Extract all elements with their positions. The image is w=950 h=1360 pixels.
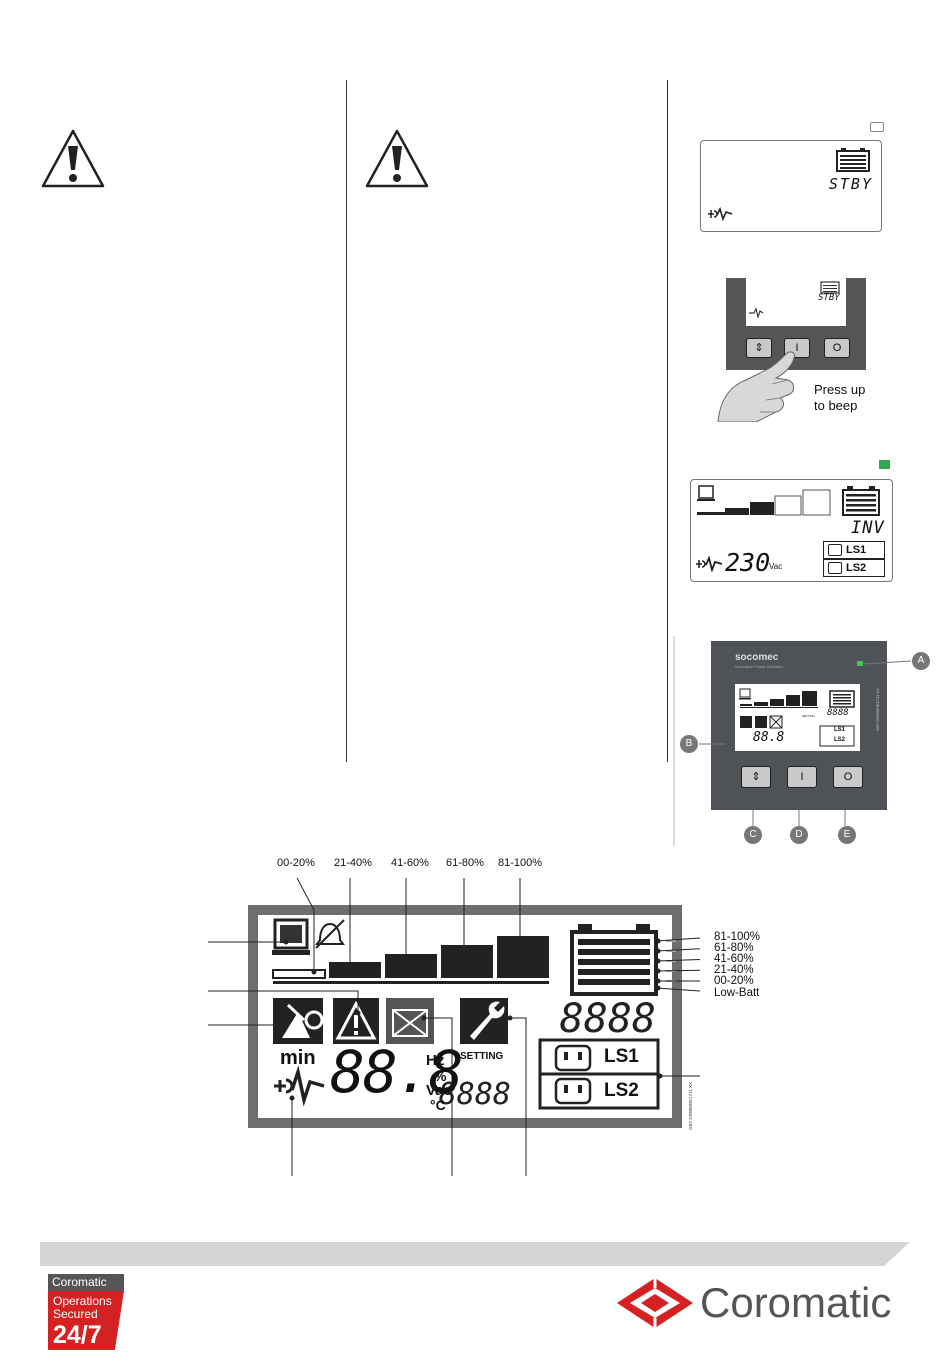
unit-percent: % xyxy=(434,1068,447,1084)
load-label-2: 21-40% xyxy=(334,857,372,869)
big-lcd-graphics: 8888 8888 xyxy=(208,877,700,1176)
load-label-4: 61-80% xyxy=(446,857,484,869)
status-led-green xyxy=(879,460,890,469)
status-led-off xyxy=(870,122,884,132)
mode-text: STBY xyxy=(828,175,873,193)
battery-label-4: 21-40% xyxy=(714,964,754,976)
outlet-ls1: LS1 xyxy=(823,541,885,559)
battery-label-6: Low-Batt xyxy=(714,987,760,999)
callout-b: B xyxy=(680,735,698,753)
warning-icon-left xyxy=(41,129,105,188)
mode-text: STBY xyxy=(818,293,840,303)
callout-e: E xyxy=(838,826,856,844)
badge-line2: Secured xyxy=(53,1307,98,1321)
scroll-button[interactable]: ⇕ xyxy=(741,766,771,788)
unit-celsius: °C xyxy=(430,1097,446,1113)
brand-subtitle: Innovative Power Solutions xyxy=(735,664,784,669)
small-digits: 8888 xyxy=(439,1077,511,1112)
ls2-label: LS2 xyxy=(604,1080,639,1101)
battery-icon xyxy=(842,486,880,516)
load-label-1: 00-20% xyxy=(277,857,315,869)
battery-icon xyxy=(836,148,870,172)
callout-d: D xyxy=(790,826,808,844)
press-note-line1: Press up xyxy=(814,382,866,397)
outlet-ls2: LS2 xyxy=(823,559,885,577)
front-panel: socomec Innovative Power Solutions 8888 … xyxy=(711,641,887,810)
badge-title: Coromatic xyxy=(48,1274,124,1291)
setting-label: SETTING xyxy=(460,1051,504,1062)
inverter-lcd: INV 230 Vac LS1 LS2 xyxy=(690,479,893,582)
unit-hz: Hz xyxy=(426,1052,445,1069)
mains-input-icon xyxy=(708,207,733,221)
load-bargraph xyxy=(697,485,831,516)
photo-lcd: STBY xyxy=(746,278,846,326)
battery-digits: 8888 xyxy=(560,996,656,1042)
mini-small-digits: 8888 xyxy=(827,708,849,718)
load-label-5: 81-100% xyxy=(498,857,543,869)
mains-input-icon xyxy=(696,556,723,572)
battery-label-3: 41-60% xyxy=(714,953,754,965)
scroll-button[interactable]: ⇕ xyxy=(746,338,772,358)
mini-digits: 88.8 xyxy=(753,730,785,745)
outlet-ls2-label: LS2 xyxy=(846,562,867,574)
load-label-3: 41-60% xyxy=(391,857,429,869)
voltage-value: 230 xyxy=(725,548,771,577)
standby-lcd: STBY xyxy=(700,140,882,232)
panel-edge xyxy=(673,636,675,846)
battery-label-2: 61-80% xyxy=(714,942,754,954)
side-code: GBT DRWMNE1711 XX xyxy=(688,1081,693,1130)
coromatic-logo-text: Coromatic xyxy=(700,1279,892,1326)
mains-input-icon xyxy=(749,308,764,318)
mini-lcd: 8888 88.8 SETTING LS1 LS2 xyxy=(735,684,860,751)
column-divider-right xyxy=(667,80,668,762)
status-led-green xyxy=(857,661,863,666)
off-button[interactable]: O xyxy=(824,338,850,358)
press-note-line2: to beep xyxy=(814,398,858,413)
brand-logo: socomec xyxy=(735,652,779,663)
badge-line1: Operations xyxy=(53,1294,112,1308)
mini-lcd-graphics xyxy=(739,688,855,747)
coromatic-logo-icon xyxy=(617,1278,693,1328)
mini-ls1: LS1 xyxy=(834,727,846,733)
badge-247: 24/7 xyxy=(53,1321,102,1349)
unit-vac: Vac xyxy=(426,1082,452,1099)
on-button[interactable]: I xyxy=(787,766,817,788)
hand-pressing-icon xyxy=(717,351,795,422)
mini-ls2: LS2 xyxy=(834,737,846,743)
outlet-ls1-label: LS1 xyxy=(846,544,867,556)
voltage-unit: Vac xyxy=(769,562,783,571)
mini-setting-label: SETTING xyxy=(802,714,816,718)
callout-lines xyxy=(699,660,912,826)
battery-icon xyxy=(820,281,840,294)
press-note: Press up to beep xyxy=(814,382,865,414)
ls1-label: LS1 xyxy=(604,1046,639,1067)
minutes-label: min xyxy=(280,1047,316,1069)
callout-c: C xyxy=(744,826,762,844)
battery-label-5: 00-20% xyxy=(714,975,754,987)
footer-bar xyxy=(40,1242,910,1266)
badge-red-block xyxy=(48,1291,124,1350)
outlet-icon xyxy=(828,544,842,557)
device-front-photo: STBY ⇕ I O xyxy=(726,278,866,370)
warning-icon-middle xyxy=(365,129,429,188)
main-digits: 88.8 xyxy=(330,1038,464,1106)
column-divider-left xyxy=(346,80,347,762)
off-button[interactable]: O xyxy=(833,766,863,788)
battery-label-1: 81-100% xyxy=(714,931,761,943)
outlet-icon xyxy=(828,562,842,575)
mode-text: INV xyxy=(851,518,885,538)
coromatic-badge: Coromatic Operations Secured 24/7 xyxy=(48,1274,124,1350)
callout-a: A xyxy=(912,652,930,670)
